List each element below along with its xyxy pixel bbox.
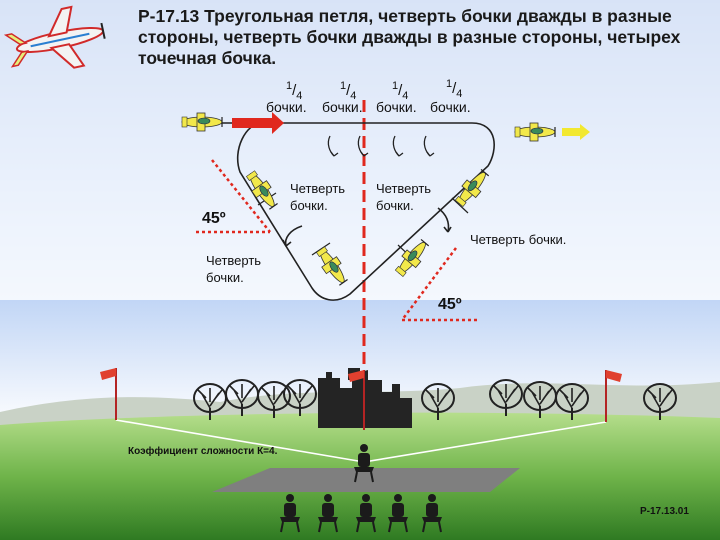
fraction-quarter: 1/4 <box>286 80 303 102</box>
sight-line-right <box>363 421 607 463</box>
difficulty-coefficient: Коэффициент сложности К=4. <box>128 446 278 457</box>
roll-arrow-right <box>437 207 450 233</box>
label-quarter-roll-right-side: Четверть бочки. <box>470 232 567 247</box>
roll-label: бочки. <box>266 99 307 115</box>
roll-marks-top <box>327 135 435 157</box>
label-quarter-roll-left-lower: Четверть бочки. <box>206 253 262 285</box>
label-quarter-roll-left-upper: Четверть бочки. <box>290 181 346 213</box>
fraction-quarter: 1/4 <box>340 80 357 102</box>
label-quarter-roll-right-upper: Четверть бочки. <box>376 181 432 213</box>
flag-center <box>348 370 365 430</box>
flag-right <box>605 370 622 422</box>
logo-aircraft <box>3 5 106 69</box>
runway <box>212 468 520 492</box>
fraction-quarter: 1/4 <box>446 78 463 100</box>
exit-arrow-yellow <box>562 124 590 140</box>
roll-label: бочки. <box>322 99 363 115</box>
angle-ref-left <box>196 159 271 234</box>
roll-label: бочки. <box>430 99 471 115</box>
angle-ref-right <box>401 247 478 322</box>
figure-code: Р-17.13.01 <box>640 506 689 517</box>
entry-arrow-red <box>232 112 284 134</box>
fraction-quarter: 1/4 <box>392 80 409 102</box>
flag-left <box>100 368 117 420</box>
roll-label: бочки. <box>376 99 417 115</box>
sight-line-left <box>115 419 365 463</box>
angle-label-right: 45º <box>438 296 462 313</box>
slide-title: Р-17.13 Треугольная петля, четверть бочк… <box>138 6 681 68</box>
flight-path <box>190 122 495 301</box>
angle-label-left: 45º <box>202 210 226 227</box>
